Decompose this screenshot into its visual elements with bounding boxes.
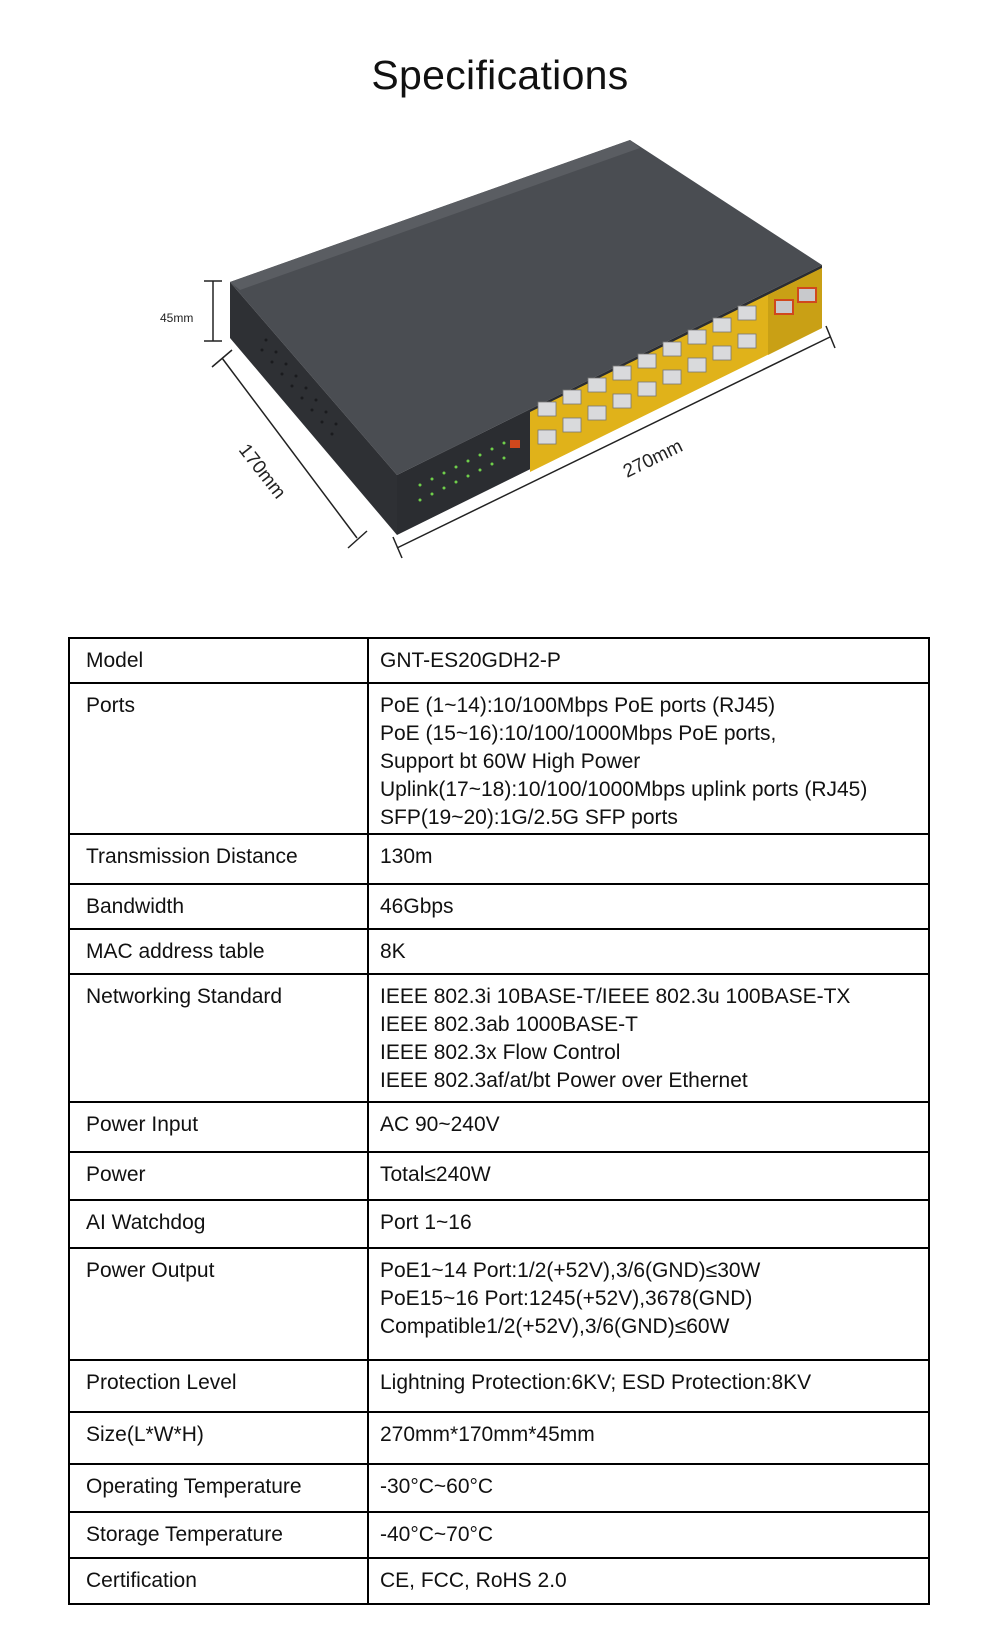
spec-label: Bandwidth: [68, 883, 369, 930]
spec-row: Power Input AC 90~240V: [68, 1101, 930, 1153]
power-switch: [510, 440, 520, 448]
vent-holes: [260, 338, 338, 436]
spec-value: Port 1~16: [367, 1199, 930, 1249]
spec-value-line: Uplink(17~18):10/100/1000Mbps uplink por…: [380, 778, 868, 801]
spec-value: Total≤240W: [367, 1151, 930, 1201]
spec-value-line: IEEE 802.3x Flow Control: [380, 1041, 621, 1064]
spec-row: Transmission Distance 130m: [68, 833, 930, 885]
switch-top-face: [230, 140, 822, 475]
spec-label: Power Output: [68, 1247, 369, 1361]
spec-label: Power Input: [68, 1101, 369, 1153]
spec-row: Networking Standard IEEE 802.3i 10BASE-T/…: [68, 973, 930, 1103]
spec-value: 130m: [367, 833, 930, 885]
spec-row: Protection Level Lightning Protection:6KV…: [68, 1359, 930, 1413]
spec-row: MAC address table 8K: [68, 928, 930, 975]
spec-label: Transmission Distance: [68, 833, 369, 885]
page-title: Specifications: [371, 52, 629, 98]
spec-value: -40°C~70°C: [367, 1511, 930, 1559]
spec-value: 46Gbps: [367, 883, 930, 930]
spec-value-line: GNT-ES20GDH2-P: [380, 649, 561, 672]
spec-label: MAC address table: [68, 928, 369, 975]
spec-value-line: SFP(19~20):1G/2.5G SFP ports: [380, 806, 678, 829]
spec-value-line: 130m: [380, 845, 433, 868]
spec-value: PoE (1~14):10/100Mbps PoE ports (RJ45) Po…: [367, 682, 930, 835]
spec-value-line: Lightning Protection:6KV; ESD Protection…: [380, 1371, 812, 1394]
spec-value-line: 46Gbps: [380, 895, 454, 918]
status-leds: [418, 441, 506, 502]
spec-label: Size(L*W*H): [68, 1411, 369, 1465]
spec-row: Bandwidth 46Gbps: [68, 883, 930, 930]
spec-value: 8K: [367, 928, 930, 975]
spec-row: AI Watchdog Port 1~16: [68, 1199, 930, 1249]
spec-value: CE, FCC, RoHS 2.0: [367, 1557, 930, 1605]
spec-value-line: PoE (15~16):10/100/1000Mbps PoE ports,: [380, 722, 777, 745]
spec-row: Size(L*W*H) 270mm*170mm*45mm: [68, 1411, 930, 1465]
spec-value-line: PoE (1~14):10/100Mbps PoE ports (RJ45): [380, 694, 776, 717]
spec-value: -30°C~60°C: [367, 1463, 930, 1513]
spec-value-line: PoE1~14 Port:1/2(+52V),3/6(GND)≤30W: [380, 1259, 761, 1282]
spec-label: Model: [68, 637, 369, 684]
spec-value: IEEE 802.3i 10BASE-T/IEEE 802.3u 100BASE…: [367, 973, 930, 1103]
switch-product-illustration: 45mm 170mm 270mm: [160, 140, 836, 559]
spec-value-line: Compatible1/2(+52V),3/6(GND)≤60W: [380, 1315, 730, 1338]
spec-label: Networking Standard: [68, 973, 369, 1103]
spec-value-line: PoE15~16 Port:1245(+52V),3678(GND): [380, 1287, 753, 1310]
switch-left-face: [230, 282, 397, 535]
spec-label: Protection Level: [68, 1359, 369, 1413]
spec-label: Power: [68, 1151, 369, 1201]
spec-value-line: AC 90~240V: [380, 1113, 500, 1136]
spec-value: PoE1~14 Port:1/2(+52V),3/6(GND)≤30W PoE15…: [367, 1247, 930, 1361]
spec-value-line: 270mm*170mm*45mm: [380, 1423, 595, 1446]
spec-value-line: -40°C~70°C: [380, 1523, 494, 1546]
spec-value-line: IEEE 802.3i 10BASE-T/IEEE 802.3u 100BASE…: [380, 985, 851, 1008]
spec-value-line: -30°C~60°C: [380, 1475, 494, 1498]
spec-label: Operating Temperature: [68, 1463, 369, 1513]
spec-value-line: 8K: [380, 940, 406, 963]
spec-row: Power Total≤240W: [68, 1151, 930, 1201]
dimension-width-label: 170mm: [234, 440, 290, 503]
spec-value-line: CE, FCC, RoHS 2.0: [380, 1569, 567, 1592]
spec-value-line: Support bt 60W High Power: [380, 750, 641, 773]
spec-value-line: IEEE 802.3ab 1000BASE-T: [380, 1013, 638, 1036]
dimension-height-label: 45mm: [160, 311, 193, 325]
spec-value: GNT-ES20GDH2-P: [367, 637, 930, 684]
spec-row: Storage Temperature -40°C~70°C: [68, 1511, 930, 1559]
spec-label: Ports: [68, 682, 369, 835]
spec-row: Model GNT-ES20GDH2-P: [68, 637, 930, 684]
spec-value-line: Port 1~16: [380, 1211, 472, 1234]
dimension-length-label: 270mm: [620, 436, 686, 483]
sfp-ports: [774, 287, 817, 315]
spec-label: Storage Temperature: [68, 1511, 369, 1559]
spec-value: 270mm*170mm*45mm: [367, 1411, 930, 1465]
spec-value: AC 90~240V: [367, 1101, 930, 1153]
spec-value: Lightning Protection:6KV; ESD Protection…: [367, 1359, 930, 1413]
spec-label: AI Watchdog: [68, 1199, 369, 1249]
spec-row: Certification CE, FCC, RoHS 2.0: [68, 1557, 930, 1605]
rj45-ports: [537, 305, 757, 445]
dimension-lines: [204, 280, 836, 559]
spec-row: Operating Temperature -30°C~60°C: [68, 1463, 930, 1513]
product-figure: 45mm 170mm 270mm: [0, 140, 1000, 590]
spec-label: Certification: [68, 1557, 369, 1605]
spec-value-line: IEEE 802.3af/at/bt Power over Ethernet: [380, 1069, 748, 1092]
spec-value-line: Total≤240W: [380, 1163, 491, 1186]
